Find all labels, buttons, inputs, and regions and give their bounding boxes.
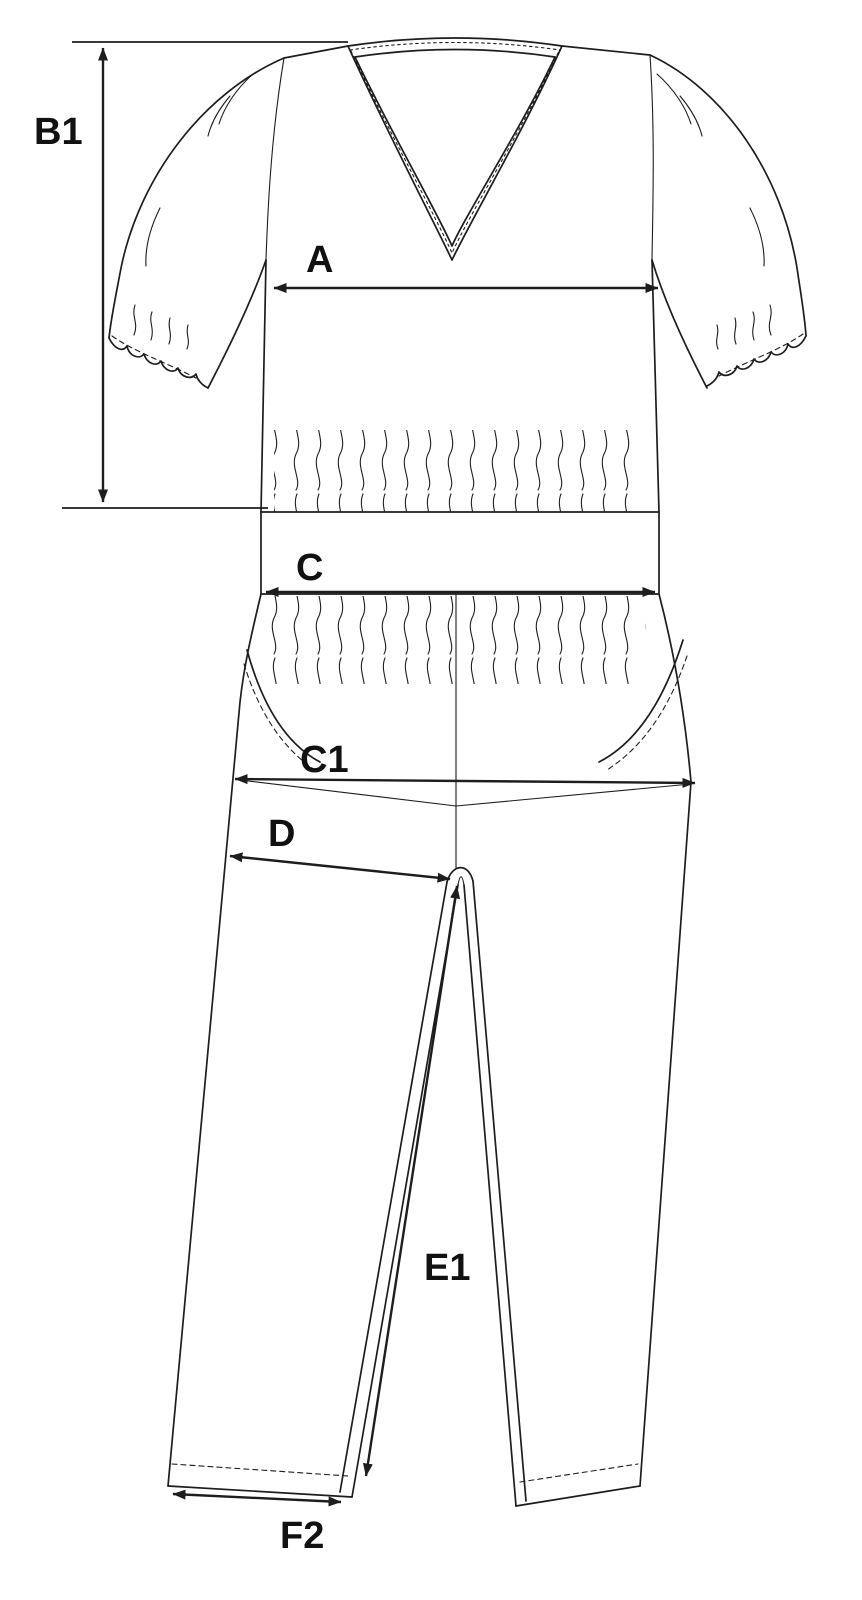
left-hip-outer-seam — [167, 593, 262, 1487]
left-leg-hem-stitch — [171, 1463, 349, 1477]
measurement-arrow-c1 — [234, 774, 696, 788]
measurement-label-a: A — [306, 239, 333, 281]
right-leg-hem-stitch — [519, 1463, 639, 1483]
measurement-annotations: B1 A C C1 D E1 F2 — [34, 41, 696, 1557]
hip-yoke-seam-left — [239, 779, 457, 807]
left-pocket-opening — [246, 649, 321, 763]
measurement-arrow-e1 — [362, 885, 461, 1477]
v-neck-collar — [347, 37, 563, 261]
crotch-and-inseams — [339, 866, 527, 1507]
measurement-arrow-f2 — [172, 1489, 342, 1507]
right-leg-hem — [515, 1485, 641, 1507]
measurement-label-c: C — [296, 547, 323, 589]
measurement-label-e1: E1 — [424, 1247, 470, 1289]
measurement-label-f2: F2 — [280, 1515, 324, 1557]
hip-yoke-seam-right — [455, 783, 692, 807]
measurement-arrow-d — [229, 852, 451, 883]
right-hip-outer-seam — [639, 593, 692, 1487]
right-puff-sleeve — [649, 54, 807, 389]
bodice-left-seam — [260, 259, 267, 513]
right-shoulder-seam — [561, 45, 651, 56]
measurement-label-c1: C1 — [300, 739, 349, 781]
right-pocket-opening — [598, 639, 684, 763]
left-puff-sleeve — [108, 57, 285, 389]
lower-gathers — [270, 596, 646, 684]
right-pocket-stitch — [606, 655, 688, 771]
right-armhole-seam — [649, 54, 654, 261]
measurement-label-b1: B1 — [34, 111, 83, 153]
left-shoulder-seam — [283, 45, 349, 59]
bodice-right-seam — [651, 259, 660, 513]
upper-gathers — [274, 430, 642, 512]
measurement-label-d: D — [268, 813, 295, 855]
left-armhole-seam — [265, 57, 285, 261]
